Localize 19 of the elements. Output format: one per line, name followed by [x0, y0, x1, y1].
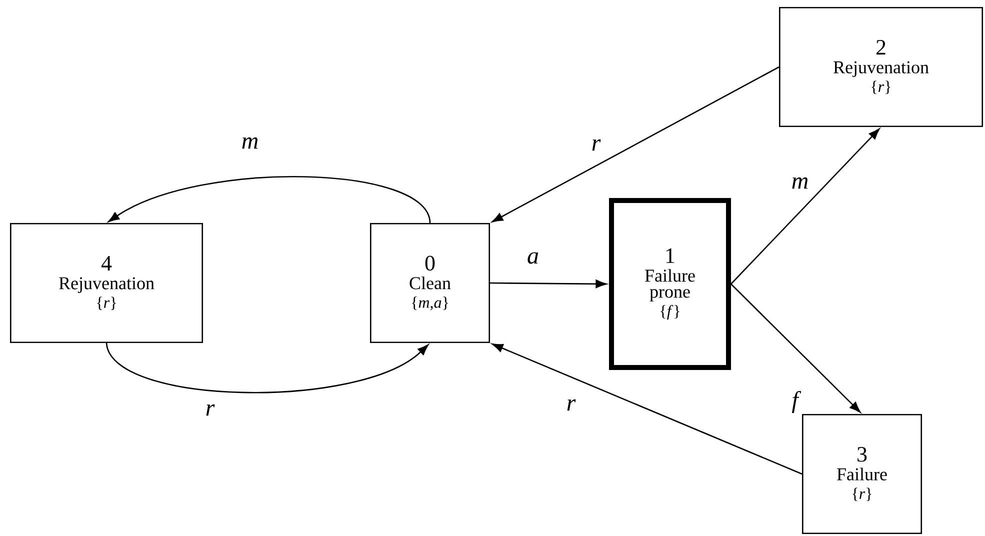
state-box: 1 Failure prone {f}: [609, 198, 731, 370]
arrow: [730, 128, 880, 284]
state-box: 0 Clean {m,a}: [370, 223, 490, 344]
edge-label: f: [790, 390, 802, 414]
edge-label: m: [240, 136, 260, 150]
arrow: [490, 280, 607, 288]
arrow: [730, 284, 861, 413]
state-box: 2 Rejuvenation {r}: [779, 7, 984, 127]
state-box: 3 Failure {r}: [802, 414, 922, 534]
arrow: [108, 176, 431, 224]
edge-label: r: [565, 398, 577, 412]
edge-label: m: [790, 176, 810, 190]
arrow: [106, 342, 429, 394]
edge-label: a: [526, 250, 540, 266]
arrow: [492, 343, 802, 475]
edge-label: r: [590, 138, 602, 152]
edge-label: r: [204, 403, 216, 417]
state-box: 4 Rejuvenation {r}: [10, 223, 204, 344]
arrow: [492, 66, 780, 222]
